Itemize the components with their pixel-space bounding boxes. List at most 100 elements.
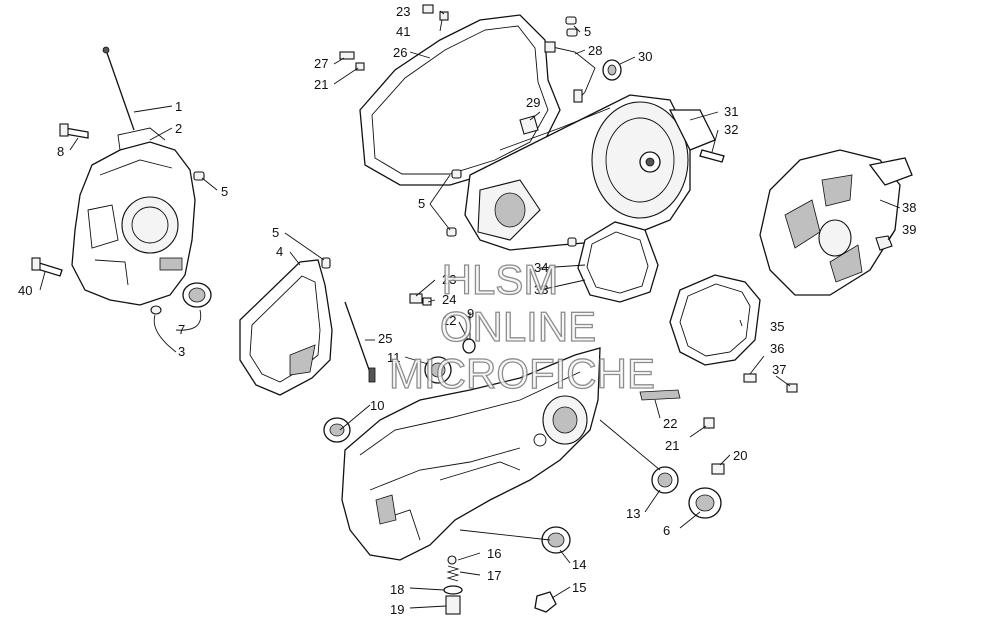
dowel-pin [567, 237, 577, 247]
callout-17: 17 [487, 568, 501, 583]
clutch-cover-gasket [359, 14, 561, 186]
callout-19: 19 [390, 602, 404, 617]
callout-33: 33 [534, 282, 548, 297]
watermark-line-2: ONLINE [440, 303, 596, 350]
stud [344, 301, 376, 383]
callout-36: 36 [770, 341, 784, 356]
washer [439, 11, 449, 21]
sealing-washer [443, 585, 463, 595]
oil-seal [688, 487, 722, 519]
left-crankcase-half [71, 127, 196, 306]
callout-5-gasket: 5 [272, 225, 279, 240]
callout-38: 38 [902, 200, 916, 215]
callout-23-top: 23 [396, 4, 410, 19]
oil-seal [182, 282, 212, 308]
oil-seal [602, 59, 622, 81]
callout-37: 37 [772, 362, 786, 377]
callout-7: 7 [178, 322, 185, 337]
outer-clutch-cover [759, 149, 913, 296]
drain-plug [445, 595, 461, 615]
callout-23-middle: 23 [442, 272, 456, 287]
dowel-pin [150, 305, 162, 315]
crankcase-gasket [239, 259, 333, 396]
bearing [651, 466, 679, 494]
callout-28: 28 [588, 43, 602, 58]
callout-12: 12 [442, 313, 456, 328]
bolt [699, 149, 725, 163]
spring [446, 565, 460, 582]
callout-32: 32 [724, 122, 738, 137]
bolt [422, 4, 434, 14]
callout-24: 24 [442, 292, 456, 307]
callout-27: 27 [314, 56, 328, 71]
callout-1: 1 [175, 99, 182, 114]
callout-26: 26 [393, 45, 407, 60]
bolt [711, 463, 725, 475]
callout-3: 3 [178, 344, 185, 359]
right-crankcase-half [341, 347, 601, 561]
callout-13: 13 [626, 506, 640, 521]
leader-lines [39, 10, 901, 609]
bolt [339, 51, 355, 60]
stud [102, 46, 135, 131]
callout-15: 15 [572, 580, 586, 595]
callout-30: 30 [638, 49, 652, 64]
callout-22: 22 [663, 416, 677, 431]
callout-11: 11 [387, 350, 401, 365]
callout-25: 25 [378, 331, 392, 346]
dowel-pin [565, 16, 577, 25]
callout-39: 39 [902, 222, 916, 237]
dowel-pin [566, 28, 578, 37]
callout-14: 14 [572, 557, 586, 572]
watermark-line-1: HLSM [442, 256, 559, 303]
plug [534, 591, 557, 613]
callout-9: 9 [467, 306, 474, 321]
callout-2: 2 [175, 121, 182, 136]
bearing [323, 417, 351, 443]
callout-10: 10 [370, 398, 384, 413]
callout-20: 20 [733, 448, 747, 463]
bolt [31, 257, 63, 277]
callout-5-top: 5 [584, 24, 591, 39]
washer [462, 338, 476, 354]
dowel-pin [193, 171, 205, 181]
washer [786, 383, 798, 393]
callout-21-top: 21 [314, 77, 328, 92]
watermark: HLSM ONLINE MICROFICHE [388, 255, 655, 397]
callout-34: 34 [534, 260, 548, 275]
callout-40: 40 [18, 283, 32, 298]
bolt [703, 417, 715, 429]
callout-31: 31 [724, 104, 738, 119]
bracket [639, 389, 681, 401]
bolt [409, 293, 423, 304]
callout-35: 35 [770, 319, 784, 334]
bolt [743, 373, 757, 383]
callout-29: 29 [526, 95, 540, 110]
hose-clamp [573, 89, 583, 103]
cover-gasket [577, 221, 659, 303]
callout-numbers: 1 2 3 4 5 5 5 5 6 7 8 9 10 11 12 13 14 1… [18, 4, 916, 617]
ball [447, 555, 457, 565]
watermark-line-3: MICROFICHE [389, 350, 655, 397]
callout-5-left: 5 [221, 184, 228, 199]
callout-8: 8 [57, 144, 64, 159]
callout-41: 41 [396, 24, 410, 39]
bolt [59, 123, 89, 139]
hose-fitting [544, 41, 556, 53]
callout-4: 4 [276, 244, 283, 259]
washer [355, 62, 365, 71]
fitting [519, 115, 539, 135]
callout-16: 16 [487, 546, 501, 561]
callout-21-lower: 21 [665, 438, 679, 453]
callout-5-middle: 5 [418, 196, 425, 211]
dowel-pin [451, 169, 462, 179]
dowel-pin [446, 227, 457, 237]
callout-18: 18 [390, 582, 404, 597]
bearing [424, 356, 452, 384]
oil-seal [541, 526, 571, 554]
dowel-pin [321, 257, 331, 269]
outer-cover [669, 274, 761, 366]
clutch-housing [464, 94, 716, 251]
callout-6: 6 [663, 523, 670, 538]
